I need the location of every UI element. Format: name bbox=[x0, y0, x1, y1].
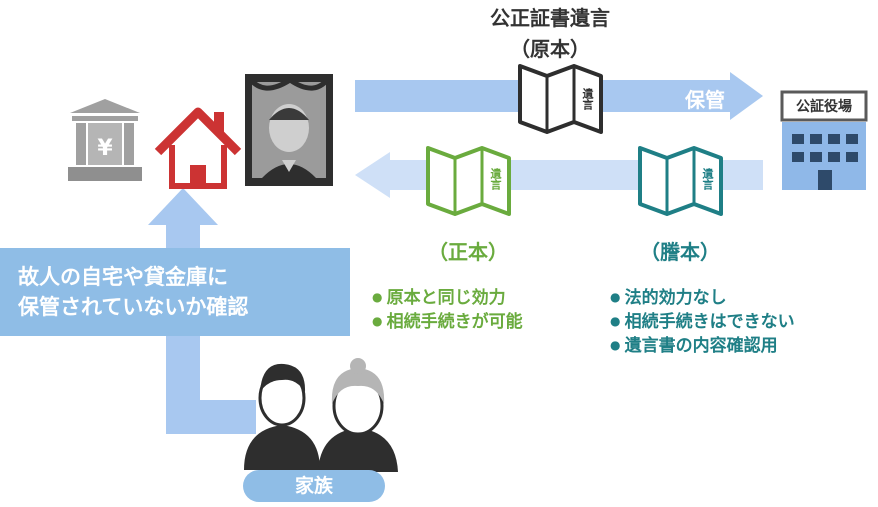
house-icon bbox=[154, 107, 242, 189]
bullet-item: 相続手続きはできない bbox=[610, 311, 795, 335]
certified-copy-document-icon bbox=[638, 146, 723, 216]
original-document-icon bbox=[518, 64, 603, 134]
confirm-line2: 保管されていないか確認 bbox=[18, 295, 249, 319]
bullet-item: 原本と同じ効力 bbox=[372, 287, 523, 311]
bullet-item: 遺言書の内容確認用 bbox=[610, 335, 795, 359]
original-title-line1: 公正証書遺言 bbox=[490, 6, 610, 30]
authentic-copy-bullets: 原本と同じ効力 相続手続きが可能 bbox=[372, 287, 523, 335]
family-label: 家族 bbox=[243, 470, 385, 502]
memorial-portrait-icon bbox=[245, 74, 333, 186]
bullet-item: 法的効力なし bbox=[610, 287, 795, 311]
storage-label: 保管 bbox=[685, 88, 725, 112]
bullet-item: 相続手続きが可能 bbox=[372, 311, 523, 335]
original-title-line2: （原本） bbox=[510, 37, 590, 61]
authentic-copy-document-icon bbox=[426, 146, 511, 216]
notary-office-icon bbox=[780, 90, 868, 190]
original-document-label: 遺言 bbox=[581, 88, 594, 110]
authentic-copy-label: （正本） bbox=[428, 240, 508, 264]
bank-icon: ¥ bbox=[68, 99, 142, 181]
original-title: 公正証書遺言 （原本） bbox=[460, 2, 640, 62]
confirm-line1: 故人の自宅や貸金庫に bbox=[18, 265, 228, 289]
authentic-copy-document-label: 遺言 bbox=[489, 168, 502, 190]
confirm-storage-box: 故人の自宅や貸金庫に 保管されていないか確認 bbox=[0, 248, 350, 336]
notary-office-sign: 公証役場 bbox=[796, 99, 852, 115]
yen-symbol: ¥ bbox=[97, 136, 113, 161]
family-icon bbox=[244, 358, 398, 472]
certified-copy-document-label: 遺言 bbox=[701, 168, 714, 190]
certified-copy-label: （謄本） bbox=[640, 240, 720, 264]
certified-copy-bullets: 法的効力なし 相続手続きはできない 遺言書の内容確認用 bbox=[610, 287, 795, 359]
